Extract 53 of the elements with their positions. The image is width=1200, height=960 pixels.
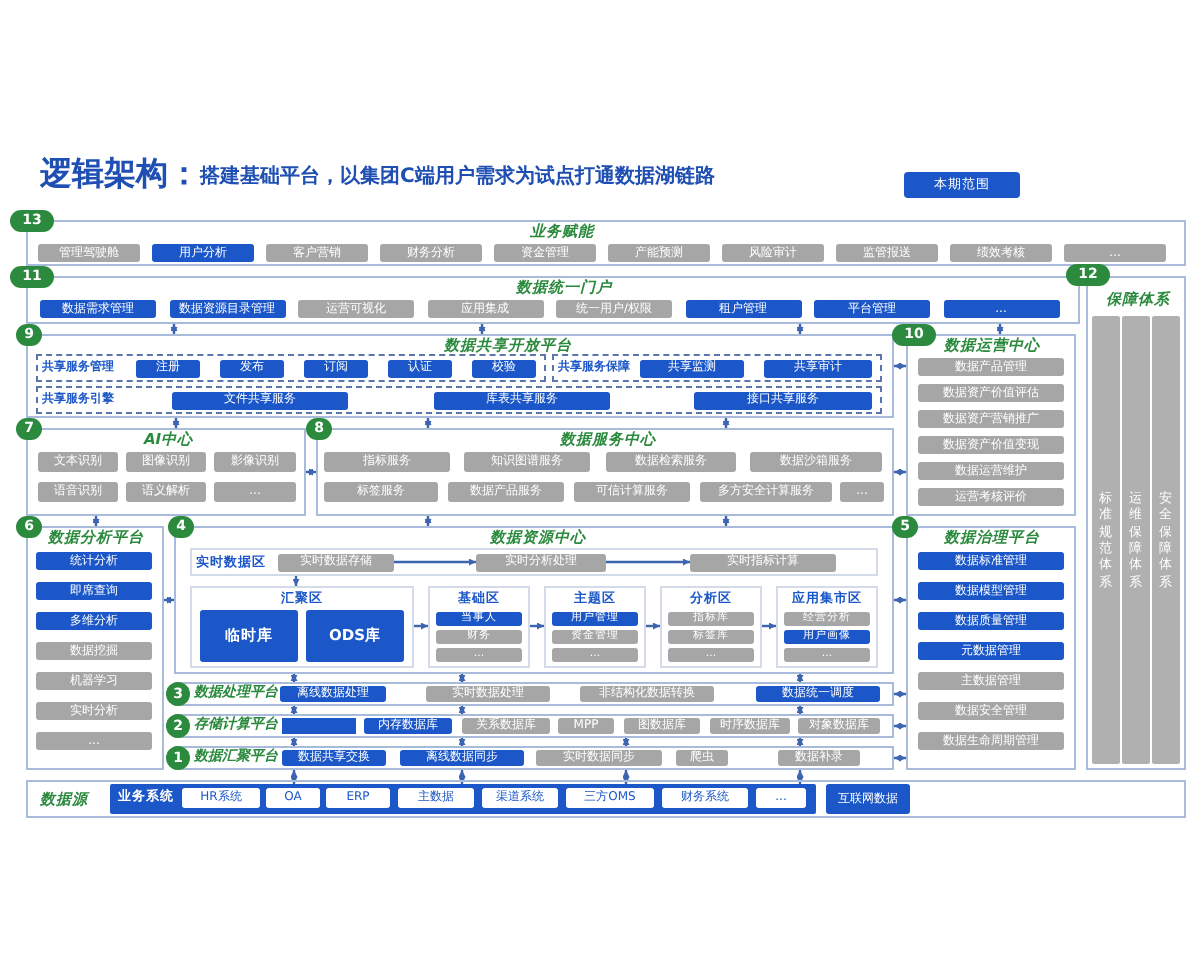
connector: [306, 468, 316, 476]
connector: [290, 738, 298, 746]
dashed-group: [552, 354, 882, 382]
arrow: [394, 558, 476, 566]
connector: [92, 516, 100, 526]
connector: [458, 674, 466, 682]
connector: [796, 324, 804, 334]
dashed-group: [36, 386, 882, 414]
connector: [290, 674, 298, 682]
connector: [622, 738, 630, 746]
zone-panel: [544, 586, 646, 668]
connector: [722, 418, 730, 428]
section-panel: [26, 780, 1186, 818]
arrow: [606, 558, 690, 566]
zone-panel: [660, 586, 762, 668]
connector: [424, 516, 432, 526]
connector: [722, 516, 730, 526]
connector: [894, 362, 906, 370]
connector: [458, 706, 466, 714]
connector: [290, 706, 298, 714]
connector: [796, 674, 804, 682]
module-box: [282, 718, 356, 734]
connector: [458, 738, 466, 746]
connector: [796, 706, 804, 714]
connector: [172, 418, 180, 428]
subtitle: 搭建基础平台，以集团C端用户需求为试点打通数据湖链路: [200, 168, 715, 188]
connector: [894, 754, 906, 762]
connector: [894, 596, 906, 604]
arrow: [292, 576, 300, 586]
arrow: [646, 622, 660, 630]
zone-panel: [190, 548, 878, 576]
connector: [996, 324, 1004, 334]
diagram-title: 逻辑架构：: [40, 158, 200, 190]
connector: [894, 468, 906, 476]
connector: [170, 324, 178, 334]
connector: [894, 722, 906, 730]
connector: [478, 324, 486, 334]
connector: [622, 770, 630, 784]
connector: [458, 770, 466, 784]
dashed-group: [36, 354, 546, 382]
arrow: [762, 622, 776, 630]
zone-panel: [776, 586, 878, 668]
connector: [290, 770, 298, 784]
connector: [894, 690, 906, 698]
connector: [164, 596, 174, 604]
zone-panel: [190, 586, 414, 668]
zone-panel: [428, 586, 530, 668]
source-band: [110, 784, 816, 814]
connector: [796, 738, 804, 746]
connector: [796, 770, 804, 784]
arrow: [530, 622, 544, 630]
connector: [424, 418, 432, 428]
arrow: [414, 622, 428, 630]
